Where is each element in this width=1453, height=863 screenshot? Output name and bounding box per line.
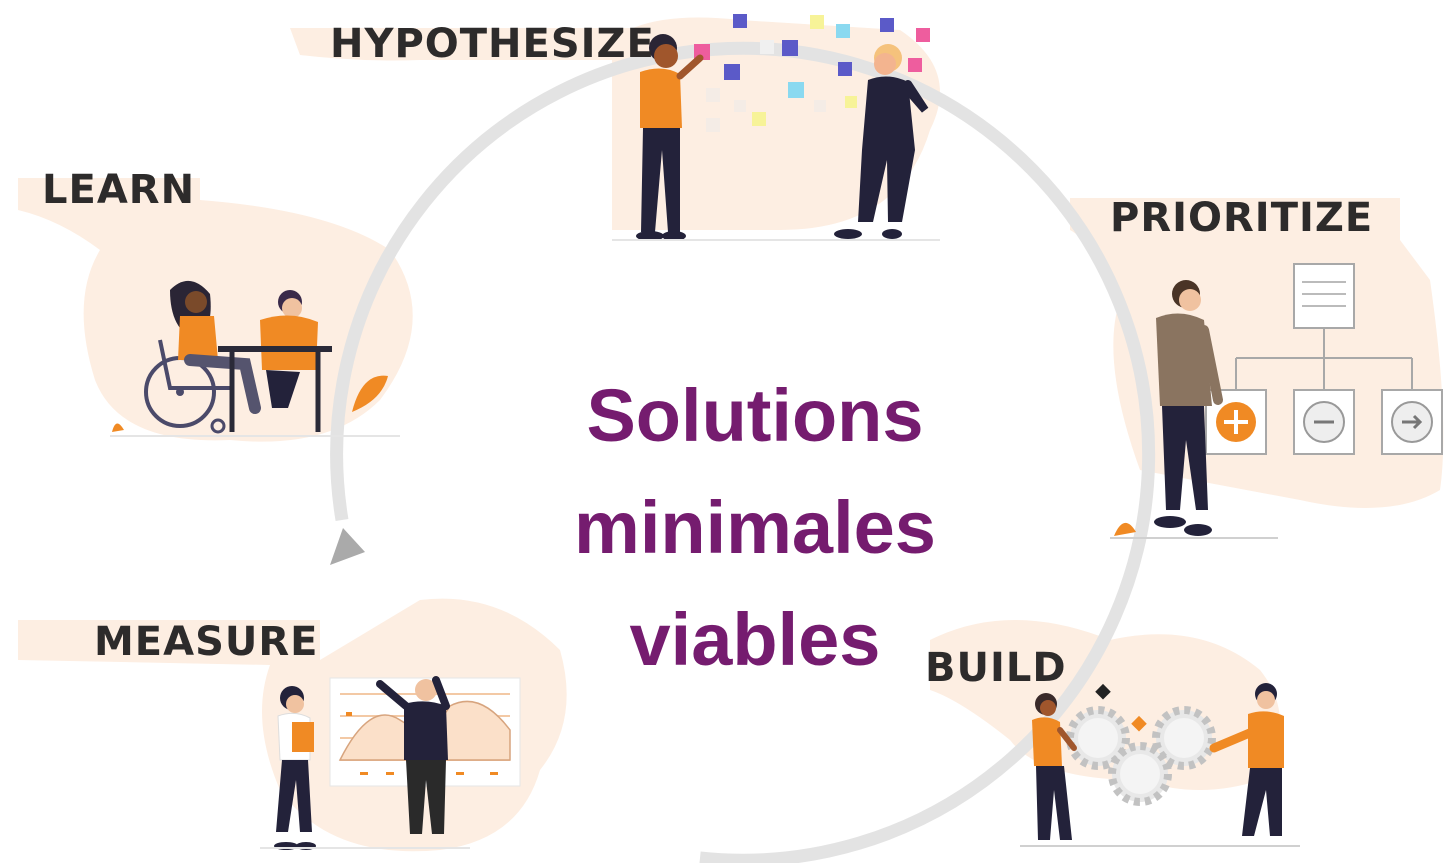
man-at-board xyxy=(376,676,450,834)
cycle-arrowhead xyxy=(330,528,365,565)
woman-with-wheelchair xyxy=(170,280,261,414)
plant-leaf xyxy=(112,375,388,432)
stage-label-hypothesize: HYPOTHESIZE xyxy=(330,21,655,67)
woman-figure xyxy=(834,44,929,239)
woman-with-folder xyxy=(274,686,316,850)
build-illustration xyxy=(1020,683,1300,847)
center-title: Solutions minimales viables xyxy=(500,360,1010,696)
center-title-line1: Solutions xyxy=(586,374,924,457)
measure-illustration xyxy=(260,676,521,850)
document-box xyxy=(1293,263,1355,329)
stage-label-learn: LEARN xyxy=(42,167,196,213)
center-title-line3: viables xyxy=(629,598,881,681)
man-builder xyxy=(1209,683,1284,836)
minus-option-box xyxy=(1293,389,1355,455)
person-figure xyxy=(1154,280,1223,536)
table xyxy=(218,346,332,432)
prioritize-illustration xyxy=(1110,263,1443,539)
stage-label-build: BUILD xyxy=(925,645,1067,691)
learn-illustration xyxy=(110,280,400,437)
sticky-notes xyxy=(694,14,930,132)
hypothesize-illustration xyxy=(612,14,940,241)
woman-builder xyxy=(1032,693,1077,840)
man-at-table xyxy=(260,290,318,408)
stage-label-measure: MEASURE xyxy=(94,619,319,665)
gears xyxy=(1066,706,1216,806)
stage-label-prioritize: PRIORITIZE xyxy=(1110,195,1374,241)
center-title-line2: minimales xyxy=(574,486,936,569)
man-figure xyxy=(636,34,704,241)
cycle-ring xyxy=(330,41,1156,863)
arrow-option-box xyxy=(1381,389,1443,455)
